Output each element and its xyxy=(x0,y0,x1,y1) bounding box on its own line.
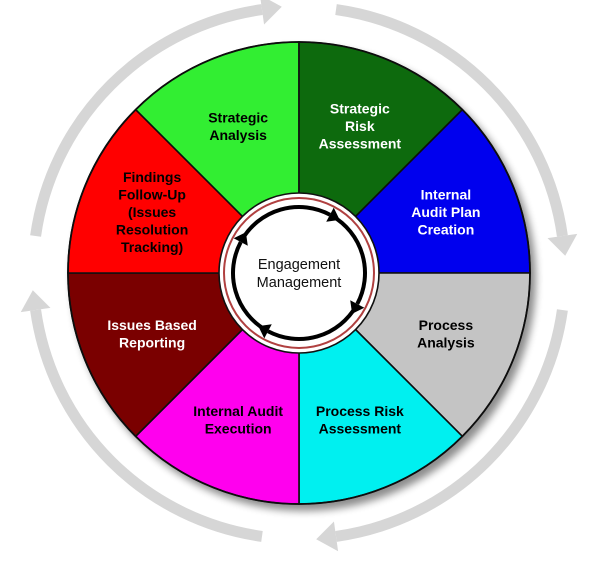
segment-label-line: Execution xyxy=(205,421,272,437)
segment-label-line: Resolution xyxy=(116,222,188,238)
hub-disc xyxy=(218,192,380,354)
outer-arrow-arc xyxy=(335,4,568,237)
segment-label-line: Internal xyxy=(421,187,472,203)
outer-cycle-arrows xyxy=(20,0,578,552)
segment-label-line: Strategic xyxy=(208,109,268,125)
segment-label-line: Reporting xyxy=(119,335,185,351)
segment-label-line: Assessment xyxy=(319,136,402,152)
segment-label-line: Issues Based xyxy=(107,317,197,333)
hub-label-line: Management xyxy=(257,275,342,291)
wheel-outline xyxy=(67,41,531,505)
segment-label-line: Internal Audit xyxy=(193,403,283,419)
hub-arrow-arc xyxy=(231,241,268,332)
hub-arrow-arc xyxy=(330,214,367,305)
segment-label-line: Creation xyxy=(417,222,474,238)
hub-arrow-arc xyxy=(240,205,331,242)
outer-arrow-head-icon xyxy=(316,521,339,552)
segment-label-line: Strategic xyxy=(330,101,390,117)
segment-label-line: Risk xyxy=(345,118,375,134)
outer-arrow-head-icon xyxy=(547,233,578,256)
outer-arrow-arc xyxy=(335,309,568,542)
segment-label-line: (Issues xyxy=(128,204,176,220)
outer-arrow-head-icon xyxy=(260,0,282,25)
segment-label-line: Findings xyxy=(123,169,182,185)
outer-arrow-arc xyxy=(30,309,263,542)
hub-ring xyxy=(223,197,375,349)
segment-label-line: Audit Plan xyxy=(411,204,480,220)
hub-arrow-arc xyxy=(267,304,358,341)
segment-label-line: Process Risk xyxy=(316,403,404,419)
segment-label-line: Analysis xyxy=(209,127,267,143)
hub-arrow-head-icon xyxy=(233,232,248,246)
segment-label-line: Follow-Up xyxy=(118,187,186,203)
segment-label-line: Assessment xyxy=(319,421,402,437)
segment-label-line: Analysis xyxy=(417,335,475,351)
outer-arrow-head-icon xyxy=(20,290,51,313)
segment-label-line: Process xyxy=(419,317,474,333)
hub-label-line: Engagement xyxy=(258,257,340,273)
segment-label-line: Tracking) xyxy=(121,239,183,255)
outer-arrow-arc xyxy=(30,4,263,237)
